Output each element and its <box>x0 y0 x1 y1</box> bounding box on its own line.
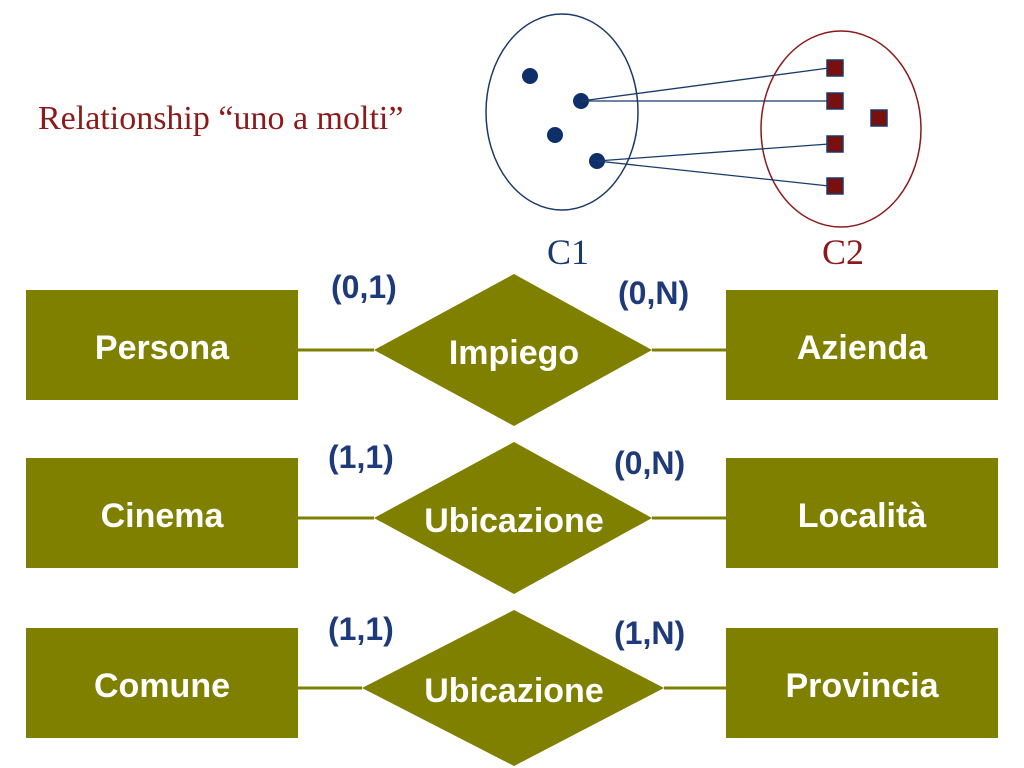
entity-right-label: Provincia <box>785 667 939 705</box>
mapping-lines <box>580 67 830 187</box>
cardinality-left: (0,1) <box>331 269 397 305</box>
relationship-diamond <box>374 442 652 594</box>
c2-element <box>826 177 844 195</box>
set-c1-label: C1 <box>547 232 589 272</box>
entity-box-left <box>26 290 298 400</box>
entity-right-label: Località <box>798 497 927 535</box>
c1-element <box>547 127 563 143</box>
set-c2: C2 <box>760 30 922 272</box>
entity-box-left <box>26 458 298 568</box>
cardinality-left: (1,1) <box>328 439 394 475</box>
c1-element <box>522 68 538 84</box>
c2-element <box>870 109 888 127</box>
c2-element <box>826 135 844 153</box>
c2-element <box>826 59 844 77</box>
entity-right-label: Azienda <box>797 329 928 367</box>
entity-box-right <box>726 458 998 568</box>
set-c1: C1 <box>485 13 639 272</box>
entity-left-label: Persona <box>95 329 230 367</box>
er-row-2: Cinema Località Ubicazione (1,1) (0,N) <box>26 439 998 594</box>
set-c2-ellipse <box>760 30 922 228</box>
entity-box-left <box>26 628 298 738</box>
c2-element <box>826 92 844 110</box>
entity-box-right <box>726 628 998 738</box>
set-c1-ellipse <box>485 13 639 211</box>
mapping-line <box>596 143 830 162</box>
entity-box-right <box>726 290 998 400</box>
cardinality-right: (0,N) <box>618 275 689 311</box>
relationship-label: Ubicazione <box>424 502 603 540</box>
relationship-label: Ubicazione <box>424 672 603 710</box>
relationship-diamond <box>374 274 652 426</box>
entity-left-label: Comune <box>94 667 230 705</box>
mapping-line <box>580 67 830 102</box>
set-c2-label: C2 <box>822 232 864 272</box>
relationship-diamond <box>362 610 664 766</box>
cardinality-left: (1,1) <box>328 611 394 647</box>
mapping-line <box>596 160 830 187</box>
er-row-3: Comune Provincia Ubicazione (1,1) (1,N) <box>26 610 998 766</box>
cardinality-right: (0,N) <box>614 445 685 481</box>
entity-left-label: Cinema <box>101 497 225 535</box>
diagram-title: Relationship “uno a molti” <box>38 100 403 137</box>
er-row-1: Persona Azienda Impiego (0,1) (0,N) <box>26 269 998 426</box>
cardinality-right: (1,N) <box>614 615 685 651</box>
relationship-label: Impiego <box>449 334 579 372</box>
